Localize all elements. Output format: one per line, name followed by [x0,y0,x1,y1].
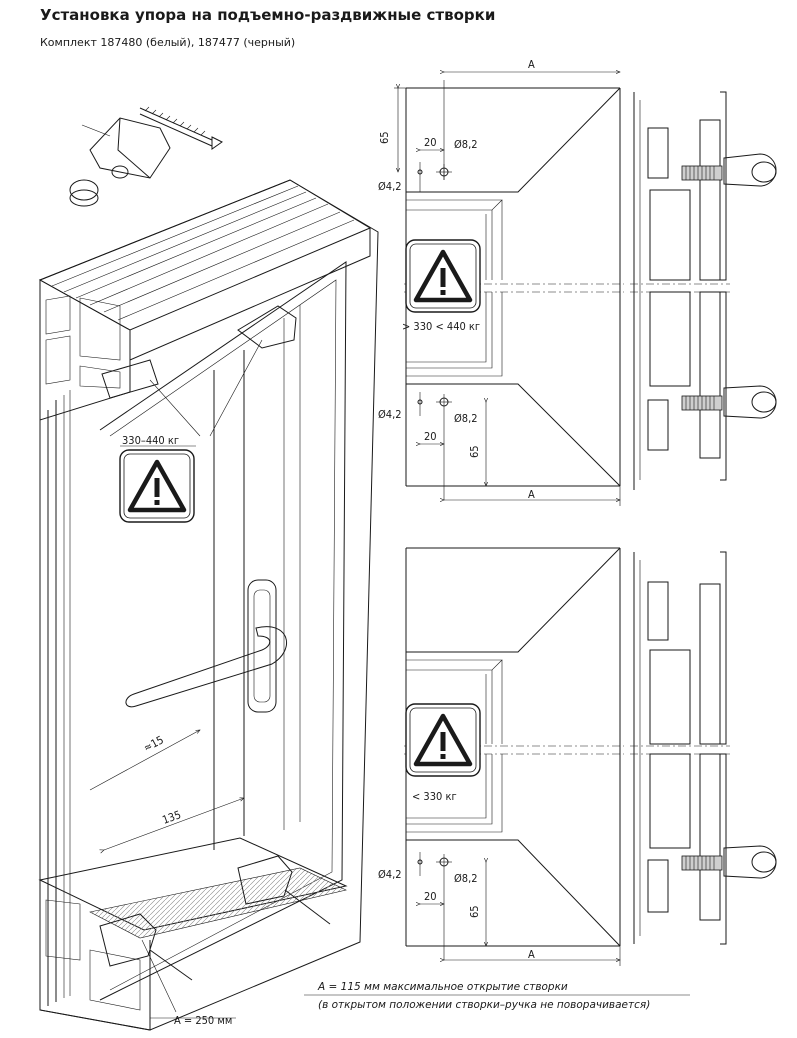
dia-42-lower: Ø4,2 [378,868,402,881]
iso-dim-135: 135 [161,808,183,827]
iso-dim-15: ≈15 [141,733,166,754]
dia-42-top: Ø4,2 [378,180,402,193]
window-handle [125,579,288,713]
dim-20-top: 20 [424,136,437,149]
warning-icon [120,450,194,522]
dim-20-lower: 20 [424,890,437,903]
note-line-2: (в открытом положении створки–ручка не п… [318,999,650,1011]
note-line-1: A = 115 мм максимальное открытие створки [317,981,568,993]
iso-dim-a250: A = 250 мм [174,1014,232,1027]
page-subtitle: Комплект 187480 (белый), 187477 (черный) [40,36,296,49]
dim-a-bottom: A [528,488,535,501]
stopper-parts [69,106,223,207]
dia-82-top: Ø8,2 [454,138,478,151]
dim-20-bottom: 20 [424,430,437,443]
dia-82-lower: Ø8,2 [454,872,478,885]
section-view-bottom [630,551,777,945]
dim-a-top: A [528,58,535,71]
dia-82-bottom: Ø8,2 [454,412,478,425]
detail-top-weight: > 330 < 440 кг [402,320,480,333]
detail-top-front-view: A 65 20 Ø8,2 Ø4,2 > 330 < 440 кг Ø4,2 Ø8… [378,58,624,506]
dim-65-bottom: 65 [468,445,481,458]
page-title: Установка упора на подъемно-раздвижные с… [40,6,496,24]
dim-a-lower: A [528,948,535,961]
warning-icon [406,240,480,312]
iso-weight-label: 330–440 кг [122,434,179,447]
dia-42-bottom: Ø4,2 [378,408,402,421]
section-view-top [630,91,777,490]
detail-bottom-weight: < 330 кг [412,790,457,803]
dim-65-lower: 65 [468,905,481,918]
detail-bottom-front-view: < 330 кг Ø4,2 Ø8,2 20 65 A [378,547,624,966]
dim-65-top: 65 [378,131,391,144]
isometric-window-view: 330–440 кг ≈15 135 A = 250 мм [38,106,379,1031]
warning-icon [406,704,480,776]
